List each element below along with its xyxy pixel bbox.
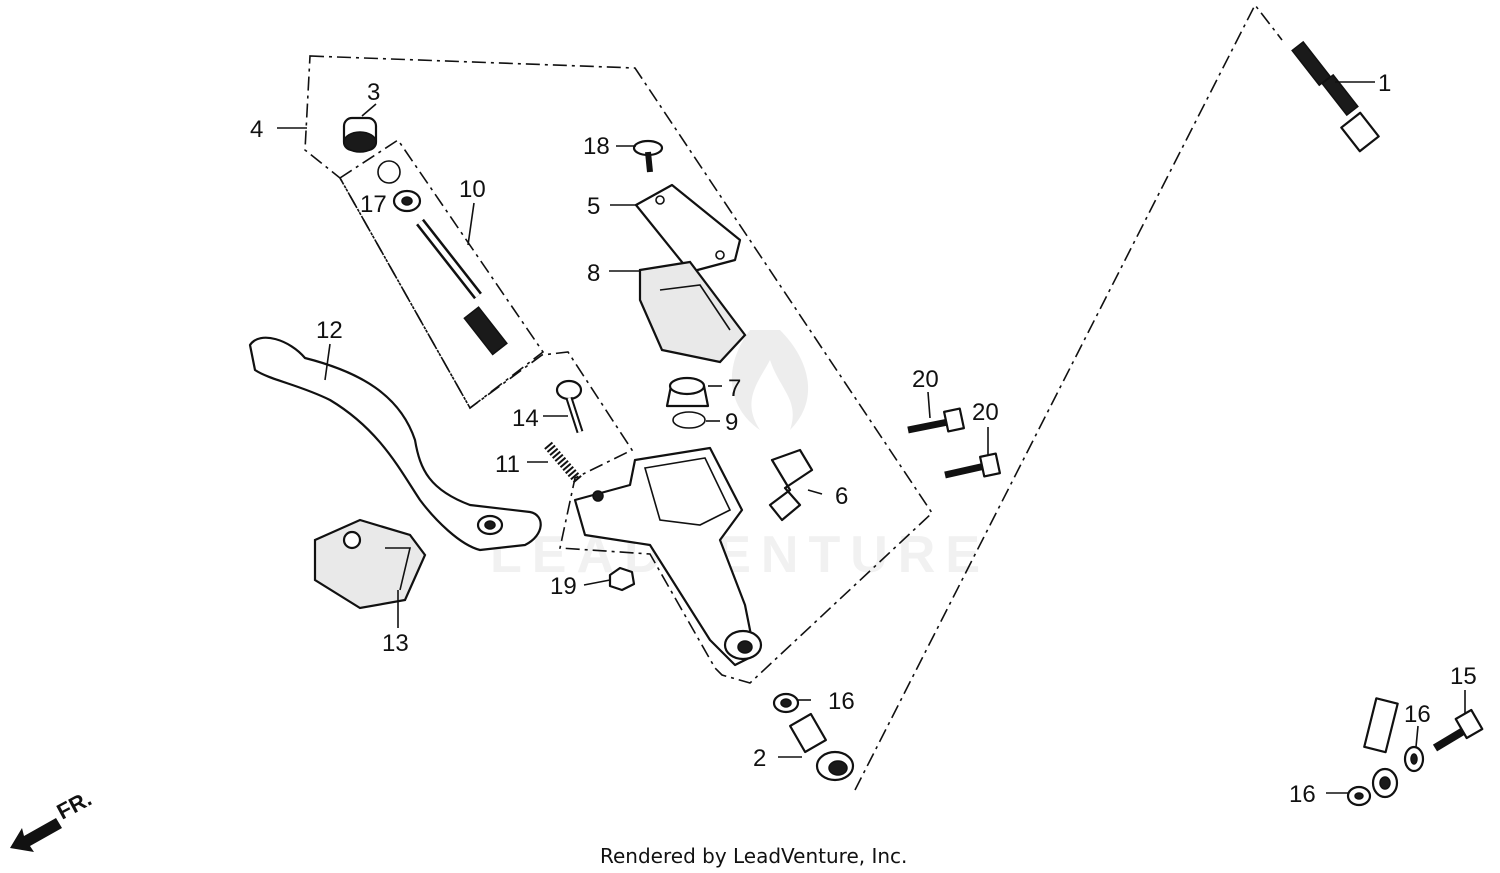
callout-13: 13: [382, 630, 409, 657]
callout-16a: 16: [828, 688, 855, 715]
piston-set: [416, 218, 508, 356]
callout-2: 2: [753, 745, 766, 772]
brake-hose: [1291, 40, 1450, 799]
callout-10: 10: [459, 176, 486, 203]
group-outline-piston: [338, 138, 545, 410]
hose-bolt: [1432, 708, 1484, 752]
callout-18: 18: [583, 133, 610, 160]
diaphragm: [638, 260, 747, 364]
clamp-bolt-upper: [907, 407, 966, 434]
lever-spring: [544, 441, 582, 484]
callout-17: 17: [360, 191, 387, 218]
callout-5: 5: [587, 193, 600, 220]
callout-4: 4: [250, 116, 263, 143]
watermark-logo: [731, 330, 809, 430]
callout-8: 8: [587, 260, 600, 287]
retaining-ring: [672, 411, 706, 429]
callout-16b: 16: [1404, 701, 1431, 728]
reservoir-cap: [634, 183, 742, 274]
watermark-text: LEADVENTURE: [490, 526, 990, 584]
footer-credit: Rendered by LeadVenture, Inc.: [600, 844, 907, 868]
leader-lines: [277, 81, 1466, 794]
callout-3: 3: [367, 79, 380, 106]
group-outline-hose: [854, 3, 1283, 791]
callout-9: 9: [725, 409, 738, 436]
boot: [342, 116, 378, 153]
nut: [608, 566, 636, 592]
callout-7: 7: [728, 375, 741, 402]
callout-6: 6: [835, 483, 848, 510]
front-direction-arrow: FR.: [10, 786, 96, 852]
reservoir-float: [665, 376, 710, 408]
front-direction-label: FR.: [53, 786, 96, 825]
callout-20a: 20: [912, 366, 939, 393]
handlebar-clamp: [768, 448, 814, 522]
circlip: [377, 160, 422, 213]
sealing-washers: [772, 692, 1425, 807]
cap-screw: [632, 139, 664, 173]
lever-cover: [313, 518, 427, 610]
callout-15: 15: [1450, 663, 1477, 690]
callout-11: 11: [495, 451, 520, 478]
callout-labels: 1 2 3 4 5 6 7 8 9 10 11 12 13 14 15 16 1…: [250, 70, 1477, 808]
callout-12: 12: [316, 317, 343, 344]
callout-1: 1: [1378, 70, 1391, 97]
banjo-bolt: [789, 712, 855, 782]
callout-16c: 16: [1289, 781, 1316, 808]
master-cylinder-body: [573, 446, 763, 667]
callout-20b: 20: [972, 399, 999, 426]
pivot-bolt: [555, 379, 584, 434]
callout-14: 14: [512, 405, 539, 432]
clamp-bolt-lower: [944, 452, 1002, 479]
brake-lever: [248, 336, 542, 552]
callout-19: 19: [550, 573, 577, 600]
